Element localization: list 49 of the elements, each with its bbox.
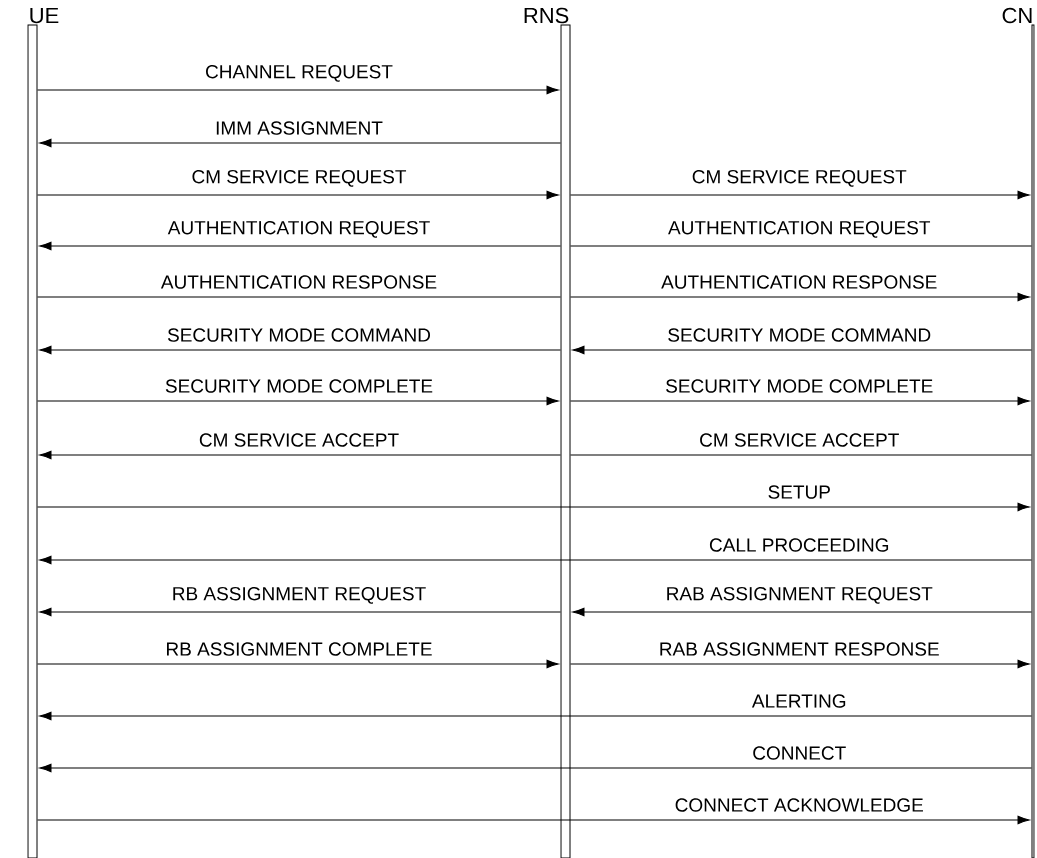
- edge-label: ALERTING: [751, 694, 846, 708]
- arrow: [37, 659, 559, 669]
- arrow: [39, 555, 1032, 565]
- arrow: [37, 396, 559, 406]
- edge-label: CONNECT: [753, 746, 846, 760]
- edge-label: CM SERVICE ACCEPT: [199, 433, 399, 447]
- arrow: [37, 190, 559, 200]
- edge-label: CM SERVICE ACCEPT: [700, 433, 899, 447]
- lifeline: CN: [1002, 7, 1035, 858]
- arrow: [37, 502, 1030, 512]
- node-label: CN: [1002, 7, 1032, 24]
- arrow: [572, 607, 1032, 617]
- arrow: [570, 396, 1030, 406]
- edge-label: AUTHENTICATION RESPONSE: [661, 275, 937, 289]
- edge-label: RB ASSIGNMENT COMPLETE: [167, 642, 432, 656]
- arrow: [570, 659, 1030, 669]
- edge-label: SECURITY MODE COMPLETE: [165, 379, 433, 393]
- edge-label: AUTHENTICATION REQUEST: [668, 220, 931, 238]
- arrow: [39, 711, 1032, 721]
- edge-label: AUTHENTICATION RESPONSE: [160, 275, 437, 289]
- node-label: UE: [30, 7, 59, 24]
- arrow: [570, 292, 1030, 302]
- node-label: RNS: [524, 7, 569, 24]
- edge-label: SETUP: [768, 485, 830, 499]
- edge-label: CM SERVICE REQUEST: [692, 169, 907, 187]
- edge-label: RAB ASSIGNMENT RESPONSE: [660, 642, 939, 656]
- edge-label: CALL PROCEEDING: [709, 538, 889, 552]
- edge-label: RAB ASSIGNMENT REQUEST: [667, 586, 933, 604]
- arrow: [39, 345, 561, 355]
- edge-label: RB ASSIGNMENT REQUEST: [173, 586, 426, 604]
- arrow: [39, 450, 561, 460]
- arrow: [39, 241, 561, 251]
- arrow: [572, 345, 1032, 355]
- edge-label: CONNECT ACKNOWLEDGE: [675, 798, 923, 812]
- edge-label: IMM ASSIGNMENT: [216, 121, 383, 135]
- lifeline: RNS: [524, 7, 571, 858]
- edge-label: CM SERVICE REQUEST: [192, 169, 407, 187]
- arrow: [39, 763, 1032, 773]
- edge-label: AUTHENTICATION REQUEST: [167, 220, 430, 238]
- arrow: [37, 85, 559, 95]
- edge-label: SECURITY MODE COMMAND: [167, 328, 430, 342]
- edge-label: SECURITY MODE COMMAND: [668, 328, 931, 342]
- edge-label: CHANNEL REQUEST: [206, 64, 393, 82]
- arrow: [39, 138, 561, 148]
- arrow: [37, 815, 1030, 825]
- arrow: [39, 607, 561, 617]
- arrow: [570, 190, 1030, 200]
- lifeline: UE: [27, 7, 59, 858]
- edge-label: SECURITY MODE COMPLETE: [666, 379, 933, 393]
